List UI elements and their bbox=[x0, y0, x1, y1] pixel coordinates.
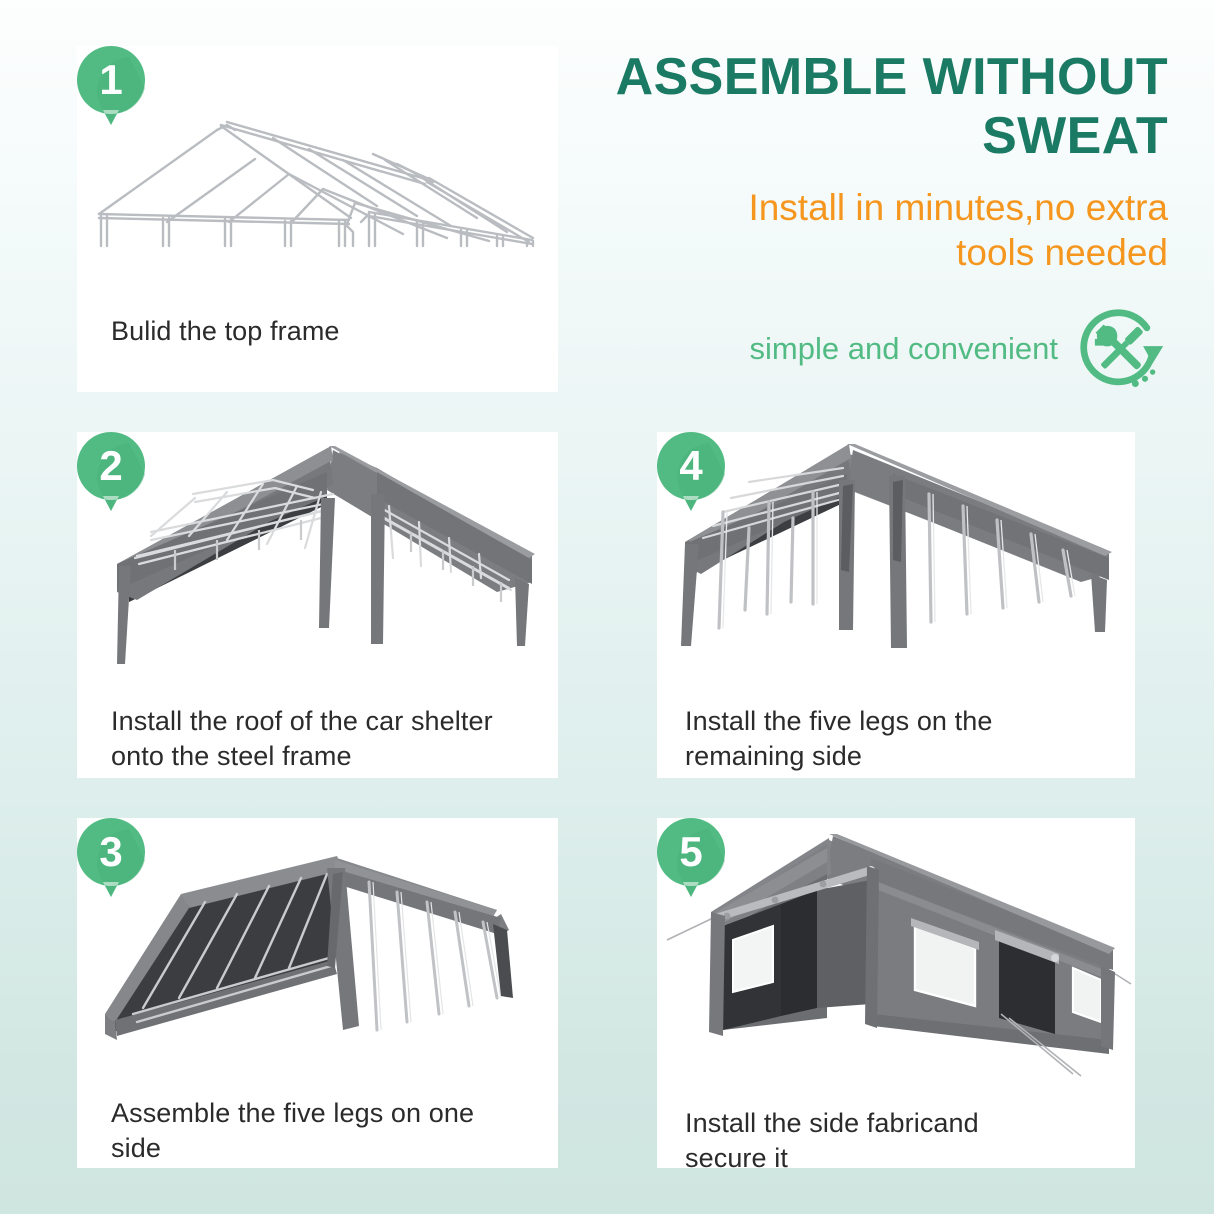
step-card-4-inner: Install the five legs on the remaining s… bbox=[657, 432, 1135, 778]
step-caption-3-line-2: side bbox=[111, 1132, 161, 1163]
page-subtitle-line-2: tools needed bbox=[956, 231, 1168, 273]
step-card-5: Install the side fabricand secure it 5 bbox=[655, 816, 1135, 1168]
step-badge-1: 1 bbox=[75, 44, 147, 127]
page-title: ASSEMBLE WITHOUT SWEAT bbox=[600, 48, 1168, 167]
step-badge-2: 2 bbox=[75, 430, 147, 513]
illustration-finished-enclosed-carport bbox=[666, 834, 1132, 1077]
step-badge-number-2: 2 bbox=[99, 442, 123, 489]
step-caption-2: Install the roof of the car shelter onto… bbox=[111, 704, 543, 773]
step-card-1: Bulid the top frame 1 bbox=[75, 44, 558, 392]
step-card-2: Install the roof of the car shelter onto… bbox=[75, 430, 558, 778]
step-card-1-inner: Bulid the top frame bbox=[77, 46, 558, 392]
pin-shape-5 bbox=[656, 818, 725, 897]
page-title-line-2: SWEAT bbox=[982, 107, 1168, 166]
step-badge-number-3: 3 bbox=[99, 828, 123, 875]
step-caption-4-line-1: Install the five legs on the bbox=[685, 706, 993, 736]
pin-shape-2 bbox=[76, 432, 145, 511]
step-card-4: Install the five legs on the remaining s… bbox=[655, 430, 1135, 778]
step-caption-5: Install the side fabricand secure it bbox=[685, 1106, 1117, 1168]
page-subtitle: Install in minutes,no extra tools needed bbox=[600, 185, 1168, 275]
step-caption-5-line-1: Install the side fabricand bbox=[685, 1108, 979, 1138]
step-caption-4: Install the five legs on the remaining s… bbox=[685, 704, 1117, 773]
illustration-canopy-all-legs bbox=[681, 444, 1112, 648]
step-card-3: Assemble the five legs on one side 3 bbox=[75, 816, 558, 1168]
step-card-5-inner: Install the side fabricand secure it bbox=[657, 818, 1135, 1168]
page-subtitle-line-1: Install in minutes,no extra bbox=[748, 186, 1168, 228]
step-badge-4: 4 bbox=[655, 430, 727, 513]
pin-shape-3 bbox=[76, 818, 145, 897]
page-title-line-1: ASSEMBLE WITHOUT bbox=[615, 48, 1168, 106]
step-caption-2-line-1: Install the roof of the car shelter bbox=[111, 706, 493, 736]
illustration-roof-with-one-side-legs bbox=[105, 856, 513, 1040]
step-caption-3-line-1: Assemble the five legs on one bbox=[111, 1098, 475, 1128]
illustration-canopy-roof-on-frame bbox=[117, 446, 535, 664]
tagline: simple and convenient bbox=[749, 331, 1058, 367]
step-caption-2-line-2: onto the steel frame bbox=[111, 740, 352, 771]
step-caption-4-line-2: remaining side bbox=[685, 740, 862, 771]
step-caption-5-line-2: secure it bbox=[685, 1142, 788, 1168]
step-badge-number-1: 1 bbox=[99, 56, 123, 103]
step-badge-number-4: 4 bbox=[679, 442, 703, 489]
pin-shape-4 bbox=[656, 432, 725, 511]
step-card-3-inner: Assemble the five legs on one side bbox=[77, 818, 558, 1168]
header: ASSEMBLE WITHOUT SWEAT Install in minute… bbox=[600, 48, 1168, 397]
step-badge-5: 5 bbox=[655, 816, 727, 899]
tools-refresh-icon bbox=[1080, 309, 1164, 387]
tagline-row: simple and convenient bbox=[600, 301, 1168, 397]
step-caption-1: Bulid the top frame bbox=[111, 316, 340, 346]
step-card-2-inner: Install the roof of the car shelter onto… bbox=[77, 432, 558, 778]
illustration-steel-frame-wireframe bbox=[97, 120, 535, 248]
step-caption-3: Assemble the five legs on one side bbox=[111, 1096, 543, 1165]
step-badge-3: 3 bbox=[75, 816, 147, 899]
pin-shape-1 bbox=[76, 46, 145, 125]
step-badge-number-5: 5 bbox=[679, 828, 703, 875]
